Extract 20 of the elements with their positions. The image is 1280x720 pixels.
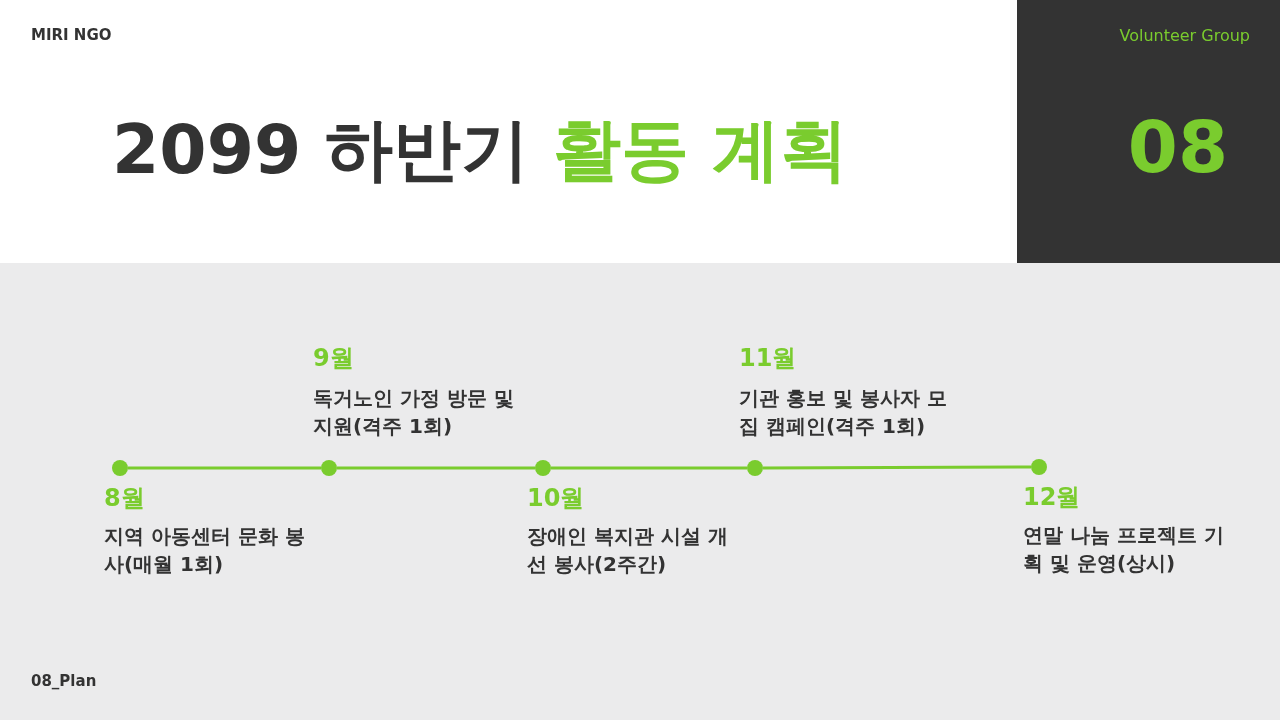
- activity-description: 독거노인 가정 방문 및 지원(격주 1회): [313, 385, 515, 440]
- month-label: 12월: [1023, 482, 1081, 513]
- timeline-line: [551, 466, 747, 470]
- header-panel: [1017, 0, 1280, 263]
- timeline-line: [128, 466, 321, 470]
- activity-description: 연말 나눔 프로젝트 기획 및 운영(상시): [1023, 522, 1225, 577]
- activity-description: 지역 아동센터 문화 봉사(매월 1회): [104, 523, 306, 578]
- month-label: 10월: [527, 483, 585, 514]
- activity-description: 기관 홍보 및 봉사자 모집 캠페인(격주 1회): [739, 385, 948, 440]
- timeline-line: [763, 465, 1031, 470]
- timeline-line: [337, 466, 535, 470]
- title: 2099 하반기 활동 계획: [112, 109, 849, 191]
- organization-name: MIRI NGO: [31, 26, 112, 44]
- month-label: 8월: [104, 483, 145, 514]
- month-label: 11월: [739, 343, 797, 374]
- page-label: 08_Plan: [31, 672, 97, 690]
- activity-description: 장애인 복지관 시설 개선 봉사(2주간): [527, 523, 729, 578]
- month-label: 9월: [313, 343, 354, 374]
- page-number: 08: [1127, 105, 1228, 189]
- panel-subtitle: Volunteer Group: [1119, 26, 1250, 45]
